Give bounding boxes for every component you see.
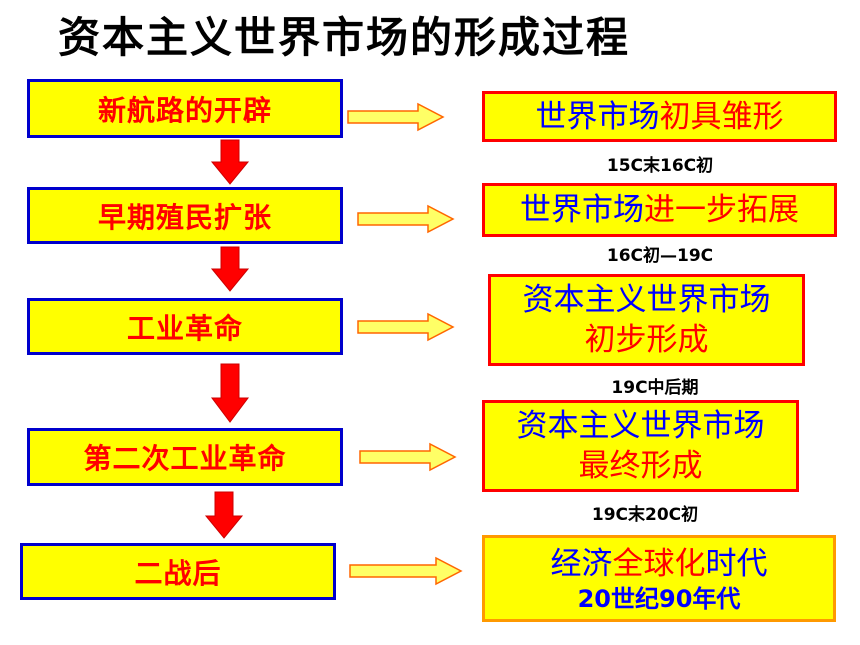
stage-new-sea-route: 新航路的开辟 <box>27 79 343 138</box>
stage-label: 二战后 <box>134 556 222 590</box>
result-text: 世界市场进一步拓展 <box>520 192 799 228</box>
stage-post-wwii: 二战后 <box>20 543 336 600</box>
period-label: 19C末20C初 <box>591 505 699 525</box>
result-box-3: 资本主义世界市场 初步形成 <box>488 274 805 366</box>
stage-label: 早期殖民扩张 <box>97 200 272 234</box>
result-line2: 初步形成 <box>584 322 709 358</box>
down-arrow-1 <box>210 139 250 185</box>
stage-label: 工业革命 <box>126 311 243 345</box>
result-line2: 20世纪90年代 <box>577 584 741 613</box>
result-box-1: 世界市场初具雏形 <box>482 91 837 142</box>
down-arrow-3 <box>211 363 249 423</box>
result-line1: 经济全球化时代 <box>550 545 768 582</box>
stage-early-colonial-expansion: 早期殖民扩张 <box>27 187 343 244</box>
right-arrow-3 <box>357 312 455 342</box>
result-box-4: 资本主义世界市场 最终形成 <box>482 400 799 492</box>
period-label: 16C初—19C <box>606 246 714 266</box>
page-title: 资本主义世界市场的形成过程 <box>58 13 631 62</box>
right-arrow-1 <box>347 102 445 132</box>
stage-label: 第二次工业革命 <box>83 442 287 475</box>
stage-industrial-revolution: 工业革命 <box>27 298 343 355</box>
result-text: 世界市场初具雏形 <box>535 98 784 135</box>
result-box-2: 世界市场进一步拓展 <box>482 183 837 237</box>
stage-second-industrial-revolution: 第二次工业革命 <box>27 428 343 486</box>
down-arrow-2 <box>210 246 250 292</box>
right-arrow-5 <box>349 556 463 586</box>
result-line1: 资本主义世界市场 <box>516 408 765 444</box>
right-arrow-4 <box>359 442 457 472</box>
right-arrow-2 <box>357 204 455 234</box>
period-label: 19C中后期 <box>611 378 699 398</box>
result-line2: 最终形成 <box>578 448 703 484</box>
down-arrow-4 <box>204 491 244 539</box>
stage-label: 新航路的开辟 <box>97 93 272 127</box>
result-box-5: 经济全球化时代 20世纪90年代 <box>482 535 836 622</box>
period-label: 15C末16C初 <box>606 156 714 176</box>
result-line1: 资本主义世界市场 <box>522 282 771 318</box>
